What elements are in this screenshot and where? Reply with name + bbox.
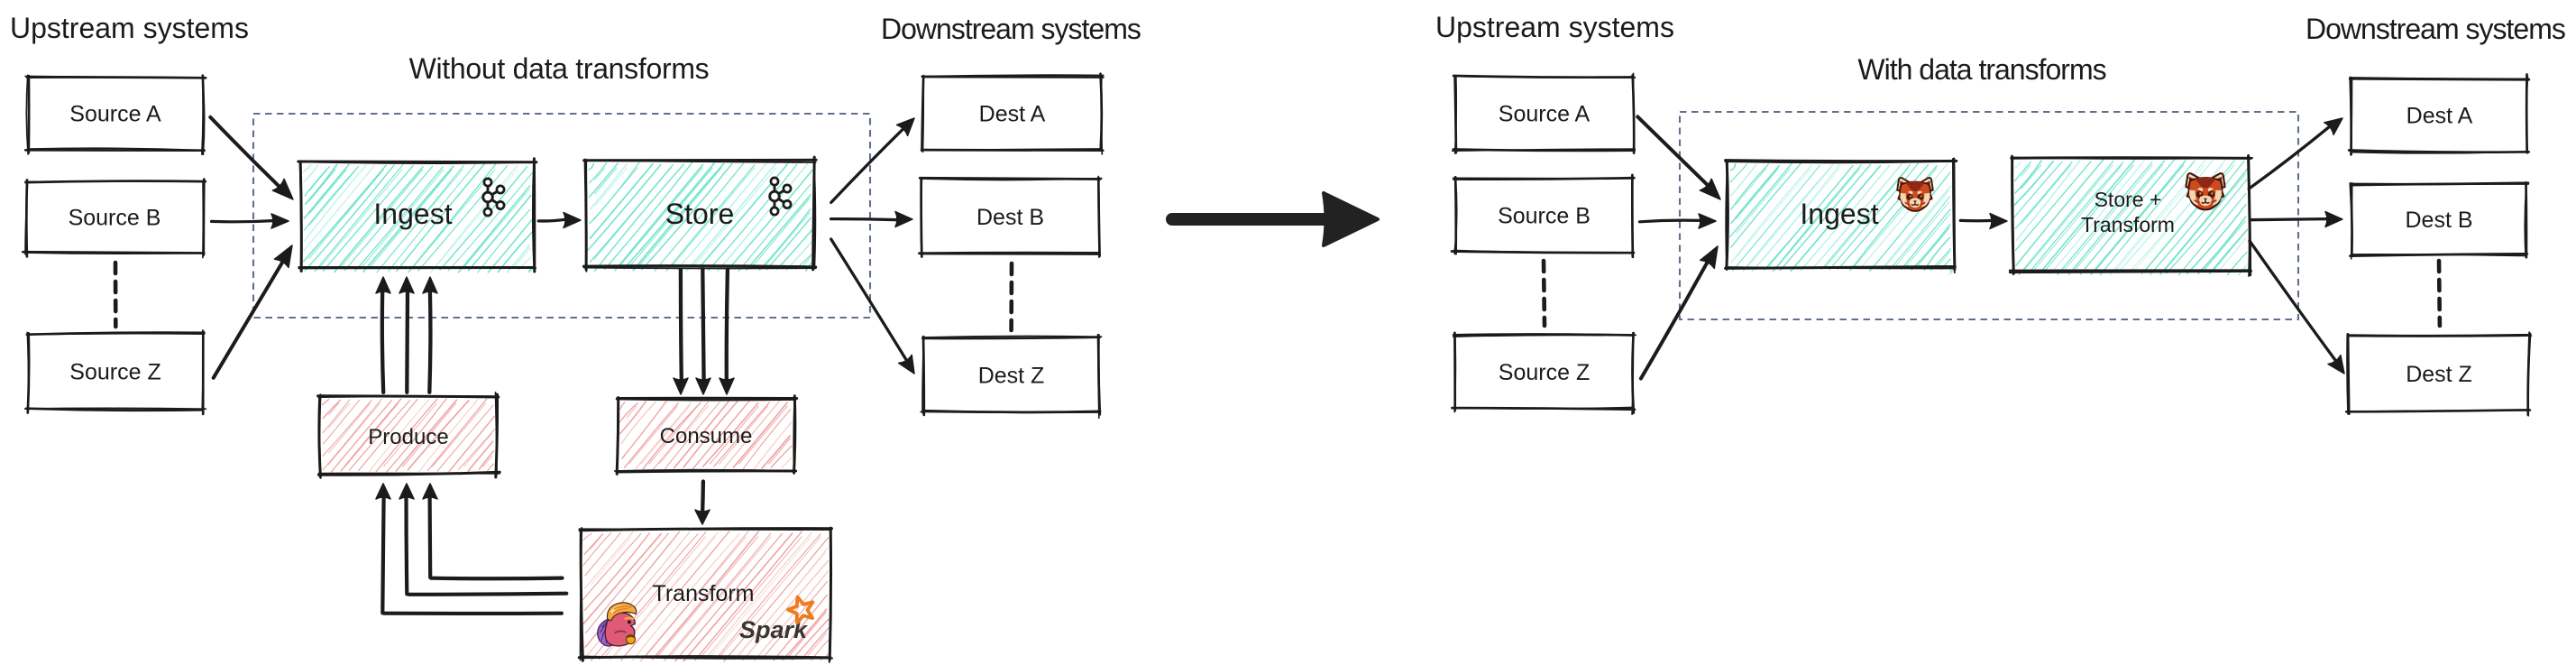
svg-text:Source Z: Source Z bbox=[69, 360, 160, 385]
svg-text:Ingest: Ingest bbox=[373, 198, 452, 230]
svg-text:Upstream systems: Upstream systems bbox=[1435, 11, 1674, 43]
svg-text:Source B: Source B bbox=[1498, 204, 1591, 229]
svg-text:Source Z: Source Z bbox=[1499, 360, 1590, 385]
svg-text:Dest Z: Dest Z bbox=[978, 364, 1045, 389]
svg-text:Downstream systems: Downstream systems bbox=[881, 13, 1141, 45]
svg-text:Upstream systems: Upstream systems bbox=[10, 12, 249, 44]
svg-text:Dest B: Dest B bbox=[976, 205, 1044, 230]
svg-text:Transform: Transform bbox=[2081, 213, 2175, 236]
svg-text:Source B: Source B bbox=[69, 206, 161, 231]
svg-text:Store: Store bbox=[665, 198, 734, 230]
svg-text:Dest B: Dest B bbox=[2405, 208, 2472, 233]
svg-text:Ingest: Ingest bbox=[1800, 198, 1878, 230]
svg-text:Downstream systems: Downstream systems bbox=[2306, 13, 2565, 45]
svg-text:Source A: Source A bbox=[69, 102, 161, 127]
svg-text:Dest Z: Dest Z bbox=[2406, 362, 2472, 387]
svg-text:Produce: Produce bbox=[368, 425, 448, 449]
svg-text:Dest A: Dest A bbox=[2406, 104, 2473, 129]
svg-text:Transform: Transform bbox=[653, 581, 755, 606]
svg-text:Store +: Store + bbox=[2095, 188, 2162, 211]
svg-text:With data transforms: With data transforms bbox=[1857, 53, 2105, 86]
svg-text:Source A: Source A bbox=[1499, 102, 1591, 127]
svg-text:Without data transforms: Without data transforms bbox=[409, 52, 710, 85]
svg-text:Consume: Consume bbox=[660, 424, 753, 448]
svg-text:Dest A: Dest A bbox=[979, 102, 1046, 127]
